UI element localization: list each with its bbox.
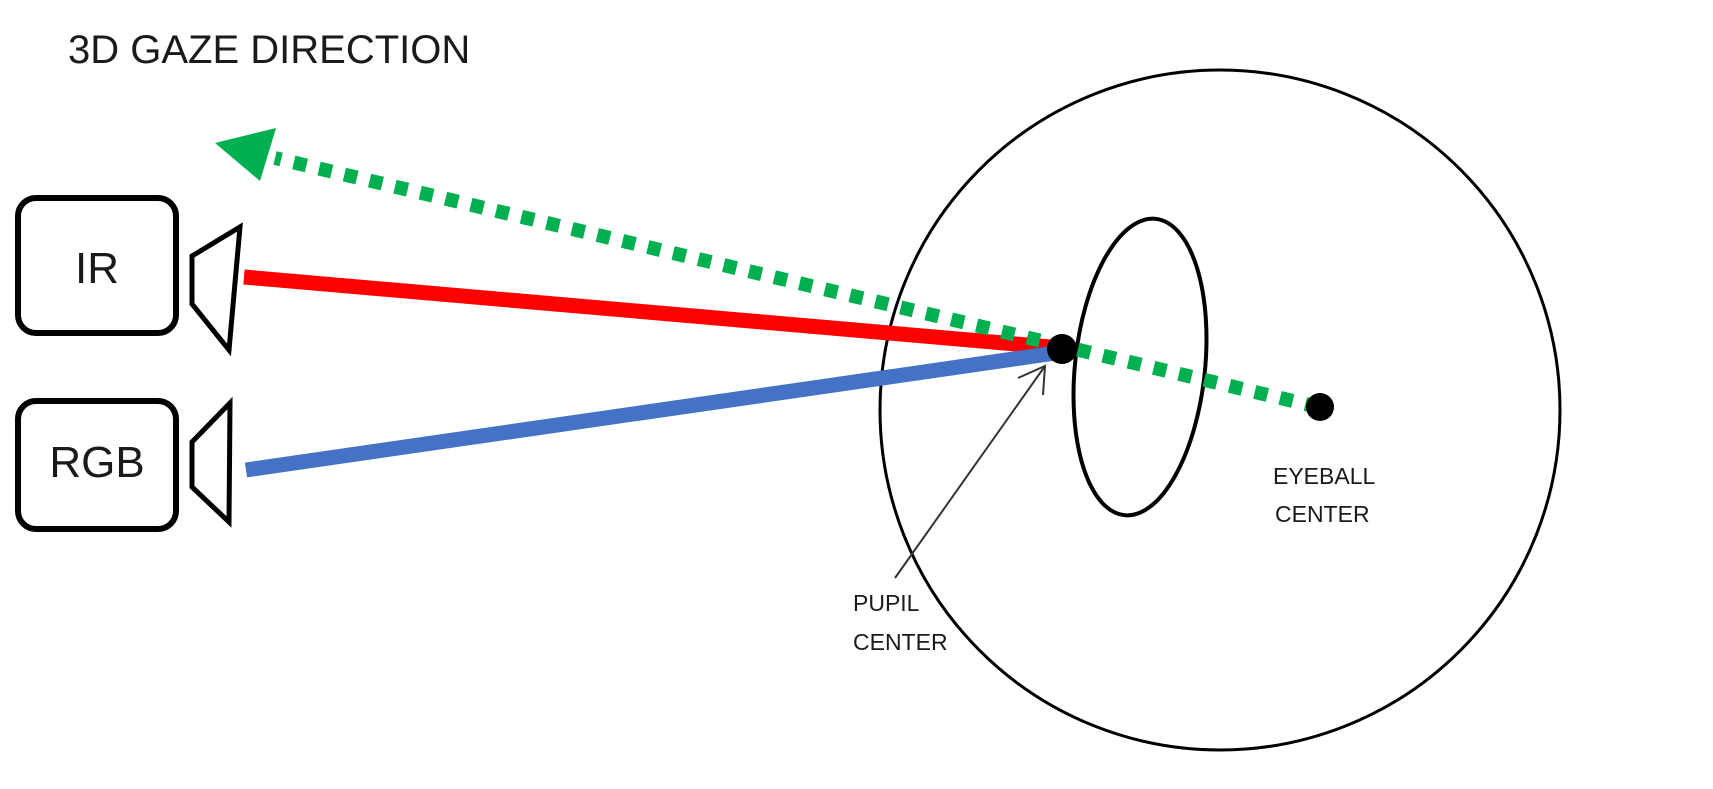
pupil-center-dot — [1047, 334, 1077, 364]
pupil-center-label-line2: CENTER — [853, 629, 948, 655]
eyeball-center-dot — [1306, 393, 1334, 421]
pupil-center-label-line1: PUPIL — [853, 590, 920, 616]
rgb-camera: RGB — [15, 396, 233, 532]
eyeball-outline — [878, 68, 1562, 752]
rgb-camera-label: RGB — [49, 438, 144, 487]
rgb-ray — [244, 344, 1064, 478]
iris-ellipse — [1071, 216, 1209, 518]
ir-camera-label: IR — [75, 244, 119, 293]
rgb-camera-body — [15, 398, 179, 532]
diagram-title: 3D GAZE DIRECTION — [68, 28, 470, 72]
ir-ray — [243, 269, 1063, 356]
ir-camera-body — [15, 195, 179, 336]
gaze-arrowhead — [215, 128, 276, 181]
pupil-pointer-arrow — [894, 364, 1047, 579]
ir-camera: IR — [15, 195, 243, 357]
rgb-camera-lens — [189, 396, 233, 528]
eyeball-center-label-line1: EYEBALL — [1273, 463, 1375, 489]
eyeball-center-label-line2: CENTER — [1275, 501, 1370, 527]
gaze-direction-dotted-line — [273, 151, 1320, 414]
ir-camera-lens — [189, 222, 243, 357]
